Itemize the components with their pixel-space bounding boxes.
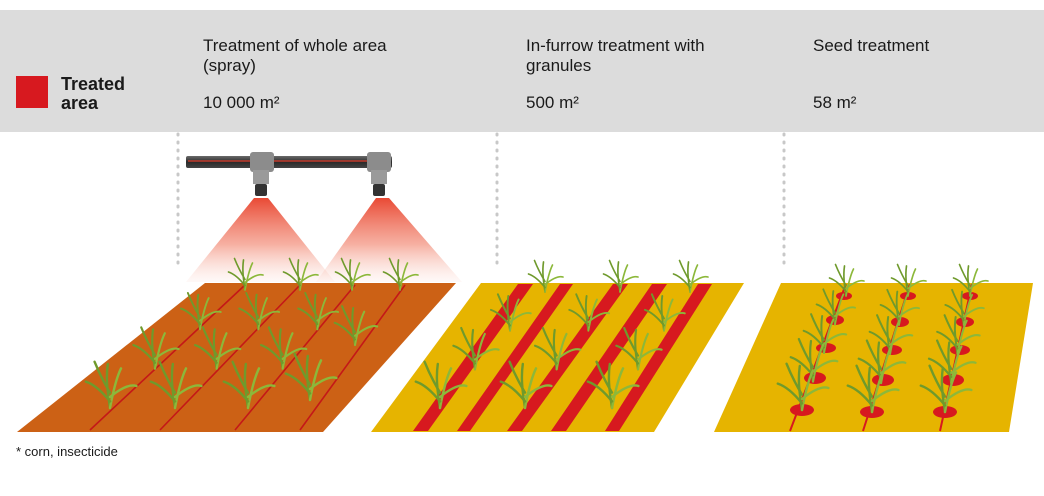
corn-plant-icon xyxy=(586,360,640,410)
corn-plant-icon xyxy=(499,360,553,410)
column-area-spray: 10 000 m² xyxy=(203,93,280,112)
footnote: * corn, insecticide xyxy=(16,444,118,459)
corn-plant-icon xyxy=(890,263,927,297)
corn-plant-icon xyxy=(259,326,308,370)
corn-plant-icon xyxy=(334,257,371,291)
corn-plant-icon xyxy=(382,257,419,291)
column-area-seed: 58 m² xyxy=(813,93,857,112)
corn-plant-icon xyxy=(643,293,686,332)
corn-plant-icon xyxy=(944,288,985,326)
corn-plant-icon xyxy=(919,364,973,414)
corn-plant-icon xyxy=(846,364,900,414)
plants xyxy=(84,257,989,414)
corn-plant-icon xyxy=(333,305,379,347)
corn-plant-icon xyxy=(776,362,830,412)
corn-plant-icon xyxy=(132,326,180,370)
corn-plant-icon xyxy=(282,257,319,291)
corn-plant-icon xyxy=(615,326,663,371)
corn-plant-icon xyxy=(672,259,709,293)
corn-plant-icon xyxy=(227,257,264,291)
corn-plant-icon xyxy=(84,360,138,410)
corn-plant-icon xyxy=(533,326,582,371)
field-whole-area xyxy=(17,283,456,432)
column-area-in-furrow: 500 m² xyxy=(526,93,579,112)
sprayer-boom xyxy=(186,152,392,196)
corn-plant-icon xyxy=(297,291,340,331)
corn-plant-icon xyxy=(414,360,468,410)
legend-label: Treated area xyxy=(61,74,126,113)
corn-plant-icon xyxy=(452,326,500,371)
column-title-in-furrow: In-furrow treatment with granules xyxy=(526,36,705,75)
spray-cone-left xyxy=(186,198,335,282)
spray-cone-right xyxy=(316,198,462,282)
corn-plant-icon xyxy=(568,293,611,332)
corn-plant-icon xyxy=(815,288,857,326)
corn-plant-icon xyxy=(828,263,865,297)
legend-swatch xyxy=(16,76,48,108)
corn-plant-icon xyxy=(952,263,989,297)
corn-plant-icon xyxy=(936,314,981,356)
corn-plant-icon xyxy=(238,291,281,331)
corn-plant-icon xyxy=(284,352,338,402)
corn-plant-icon xyxy=(527,259,564,293)
corn-plant-icon xyxy=(149,360,203,410)
corn-plant-icon xyxy=(602,259,639,293)
column-title-spray: Treatment of whole area (spray) xyxy=(203,36,387,75)
corn-plant-icon xyxy=(179,291,222,331)
corn-plant-icon xyxy=(222,360,276,410)
header-band xyxy=(0,10,1044,132)
corn-plant-icon xyxy=(857,339,907,385)
column-title-seed: Seed treatment xyxy=(813,36,930,55)
corn-plant-icon xyxy=(489,293,532,332)
corn-plant-icon xyxy=(193,326,242,370)
separator-lines xyxy=(176,132,786,270)
